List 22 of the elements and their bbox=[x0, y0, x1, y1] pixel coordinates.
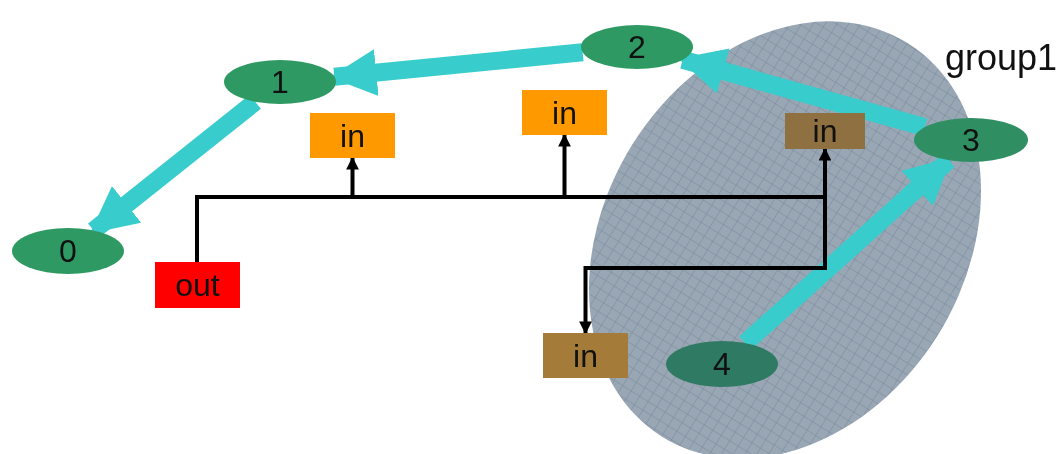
port-box bbox=[785, 113, 865, 149]
port-label: in bbox=[573, 339, 598, 372]
port-label: in bbox=[340, 119, 365, 152]
port-label: out bbox=[175, 269, 220, 301]
ellipse-node bbox=[581, 25, 693, 69]
node-number: 0 bbox=[59, 235, 77, 267]
port-label: in bbox=[552, 96, 577, 129]
node-number: 1 bbox=[271, 66, 289, 98]
ellipse-node bbox=[666, 341, 778, 387]
node-number: 4 bbox=[713, 348, 731, 380]
node-number: 2 bbox=[628, 31, 646, 63]
node-number: 3 bbox=[962, 124, 980, 156]
port-box bbox=[543, 333, 628, 378]
block-arrow bbox=[678, 48, 928, 136]
ellipse-node bbox=[224, 60, 336, 104]
port-box bbox=[155, 262, 240, 308]
port-box bbox=[310, 113, 395, 158]
ellipse-node bbox=[914, 118, 1028, 162]
group-label: group1 bbox=[945, 40, 1058, 76]
port-label: in bbox=[812, 115, 838, 147]
port-box bbox=[522, 90, 607, 135]
ellipse-node bbox=[12, 228, 124, 274]
